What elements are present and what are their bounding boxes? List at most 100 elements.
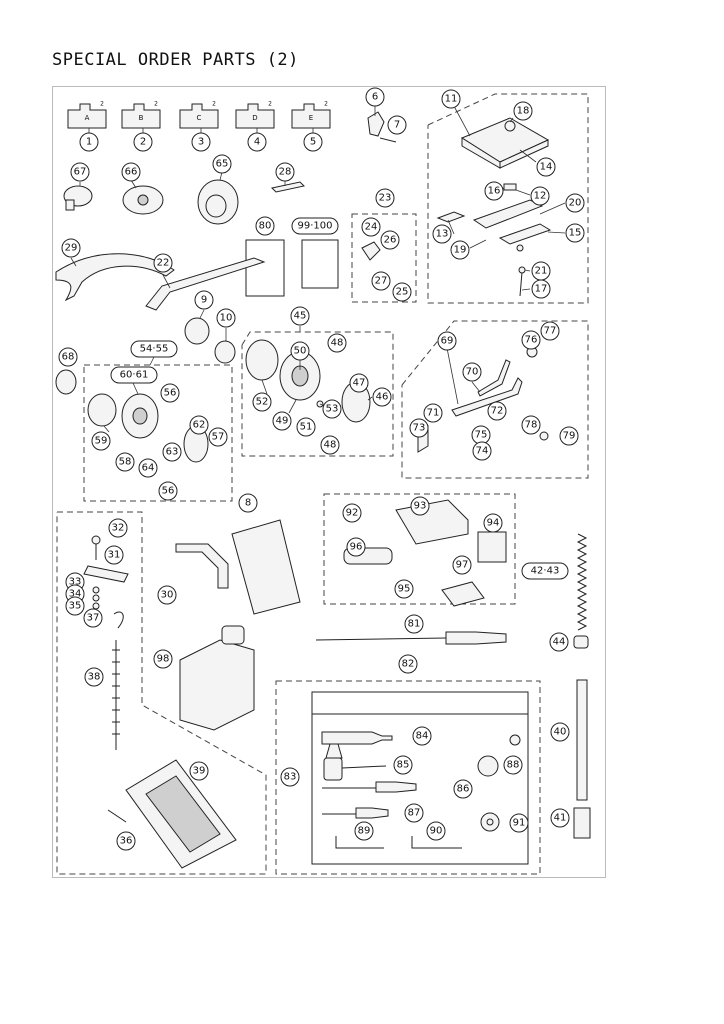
callout-37: 37 — [83, 608, 103, 628]
callout-25: 25 — [392, 282, 412, 302]
svg-text:98: 98 — [157, 654, 170, 665]
callout-45: 45 — [290, 306, 310, 326]
svg-text:49: 49 — [276, 416, 289, 427]
svg-text:72: 72 — [491, 406, 504, 417]
svg-text:84: 84 — [416, 731, 429, 742]
callout-19: 19 — [450, 240, 470, 260]
callout-59: 59 — [91, 431, 111, 451]
svg-text:74: 74 — [476, 446, 489, 457]
callout-6: 6 — [365, 87, 385, 107]
callout-99-100: 99·100 — [291, 217, 339, 235]
svg-text:71: 71 — [427, 408, 440, 419]
svg-text:73: 73 — [413, 423, 426, 434]
svg-text:47: 47 — [353, 378, 366, 389]
callout-36: 36 — [116, 831, 136, 851]
svg-text:9: 9 — [201, 295, 207, 306]
callout-90: 90 — [426, 821, 446, 841]
callout-77: 77 — [540, 321, 560, 341]
svg-text:87: 87 — [408, 808, 421, 819]
callout-89: 89 — [354, 821, 374, 841]
callout-56-upper: 56 — [160, 383, 180, 403]
callout-2: 2 — [133, 132, 153, 152]
svg-text:56: 56 — [162, 486, 175, 497]
callout-40: 40 — [550, 722, 570, 742]
callout-11: 11 — [441, 89, 461, 109]
plate-letter-a: A — [85, 114, 90, 122]
plate-mark-a: 2 — [100, 101, 104, 108]
svg-text:37: 37 — [87, 613, 100, 624]
svg-text:18: 18 — [517, 106, 530, 117]
group-boxes — [56, 93, 589, 875]
callout-16: 16 — [484, 181, 504, 201]
plate-letter-d: D — [252, 114, 257, 122]
page-title: SPECIAL ORDER PARTS (2) — [52, 50, 299, 70]
callout-47: 47 — [349, 373, 369, 393]
svg-text:75: 75 — [475, 430, 488, 441]
callout-28: 28 — [275, 162, 295, 182]
callout-51: 51 — [296, 417, 316, 437]
callout-65: 65 — [212, 154, 232, 174]
callout-44: 44 — [549, 632, 569, 652]
svg-text:60·61: 60·61 — [120, 370, 149, 381]
svg-text:32: 32 — [112, 523, 125, 534]
svg-text:64: 64 — [142, 463, 155, 474]
svg-text:35: 35 — [69, 601, 82, 612]
callout-21: 21 — [531, 261, 551, 281]
svg-text:34: 34 — [69, 589, 82, 600]
svg-text:53: 53 — [326, 404, 339, 415]
callout-32: 32 — [108, 518, 128, 538]
callout-71: 71 — [423, 403, 443, 423]
svg-text:1: 1 — [86, 137, 92, 148]
svg-text:40: 40 — [554, 727, 567, 738]
svg-text:54·55: 54·55 — [140, 344, 169, 355]
svg-text:97: 97 — [456, 560, 469, 571]
callout-93: 93 — [410, 496, 430, 516]
svg-text:48: 48 — [324, 440, 337, 451]
svg-text:86: 86 — [457, 784, 470, 795]
callout-35: 35 — [65, 596, 85, 616]
svg-text:90: 90 — [430, 826, 443, 837]
callout-15: 15 — [565, 223, 585, 243]
svg-text:56: 56 — [164, 388, 177, 399]
callout-46: 46 — [372, 387, 392, 407]
svg-text:5: 5 — [310, 137, 316, 148]
callout-83: 83 — [280, 767, 300, 787]
callout-7: 7 — [387, 115, 407, 135]
callout-41: 41 — [550, 808, 570, 828]
svg-text:8: 8 — [245, 498, 251, 509]
svg-text:99·100: 99·100 — [298, 221, 333, 232]
svg-text:11: 11 — [445, 94, 458, 105]
svg-text:57: 57 — [212, 432, 225, 443]
callout-98: 98 — [153, 649, 173, 669]
svg-text:63: 63 — [166, 447, 179, 458]
svg-text:10: 10 — [220, 313, 233, 324]
callout-58: 58 — [115, 452, 135, 472]
callout-84: 84 — [412, 726, 432, 746]
svg-text:85: 85 — [397, 760, 410, 771]
svg-text:80: 80 — [259, 221, 272, 232]
callout-78: 78 — [521, 415, 541, 435]
plate-mark-d: 2 — [268, 101, 272, 108]
svg-text:22: 22 — [157, 258, 170, 269]
svg-text:17: 17 — [535, 284, 548, 295]
svg-text:76: 76 — [525, 335, 538, 346]
svg-text:28: 28 — [279, 167, 292, 178]
svg-text:65: 65 — [216, 159, 229, 170]
svg-text:24: 24 — [365, 222, 378, 233]
svg-text:48: 48 — [331, 338, 344, 349]
callout-92: 92 — [342, 503, 362, 523]
callout-39: 39 — [189, 761, 209, 781]
svg-text:30: 30 — [161, 590, 174, 601]
svg-text:67: 67 — [74, 167, 87, 178]
callout-10: 10 — [216, 308, 236, 328]
svg-text:7: 7 — [394, 120, 400, 131]
svg-text:16: 16 — [488, 186, 501, 197]
callout-20: 20 — [565, 193, 585, 213]
callout-85: 85 — [393, 755, 413, 775]
svg-text:77: 77 — [544, 326, 557, 337]
svg-text:42·43: 42·43 — [531, 566, 560, 577]
callout-88: 88 — [503, 755, 523, 775]
svg-text:50: 50 — [294, 346, 307, 357]
svg-text:58: 58 — [119, 457, 132, 468]
svg-text:29: 29 — [65, 243, 78, 254]
